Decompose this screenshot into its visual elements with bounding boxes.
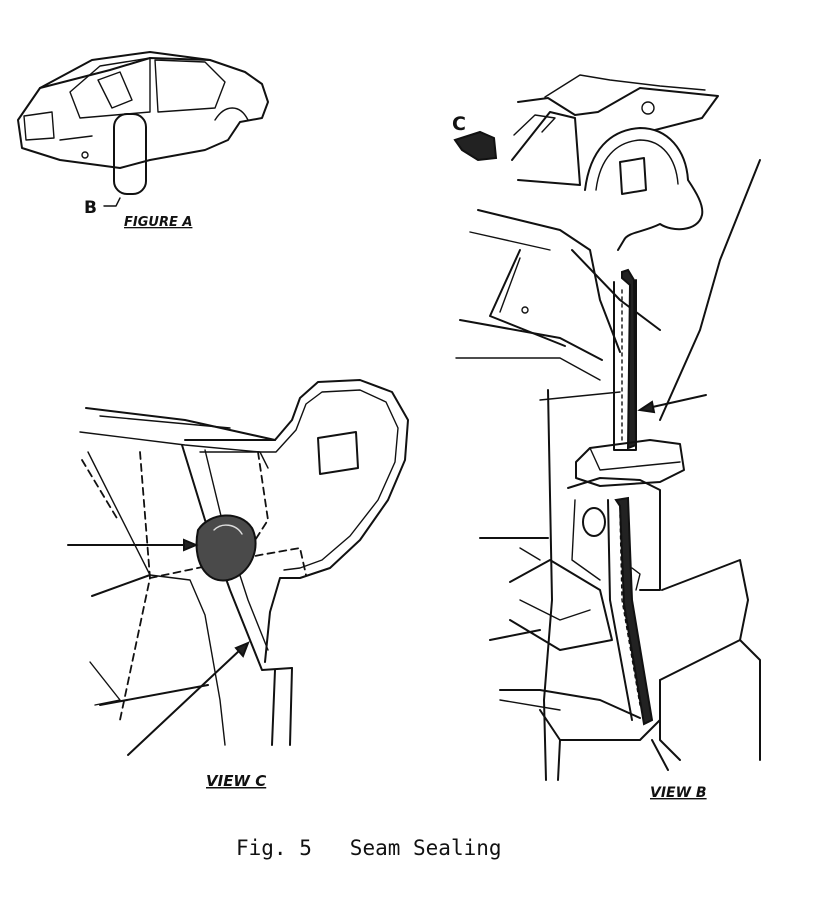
view-b-upper-seam (621, 268, 638, 450)
view-b-label: VIEW B (650, 785, 707, 801)
view-c-illustration (67, 379, 409, 756)
marker-b-label: B (84, 198, 97, 218)
figure-number: Fig. 5 (236, 836, 312, 860)
view-b-illustration (453, 74, 761, 781)
view-c-label: VIEW C (206, 772, 266, 790)
figure-a-car-illustration (17, 51, 269, 207)
figure-a-highlight-frame (113, 113, 147, 195)
marker-c-label: C (452, 113, 466, 135)
view-b-lower-seam (614, 496, 654, 726)
figure-a-label: FIGURE A (124, 215, 192, 230)
figure-caption: Fig. 5 Seam Sealing (236, 836, 502, 860)
figure-title: Seam Sealing (349, 836, 502, 860)
